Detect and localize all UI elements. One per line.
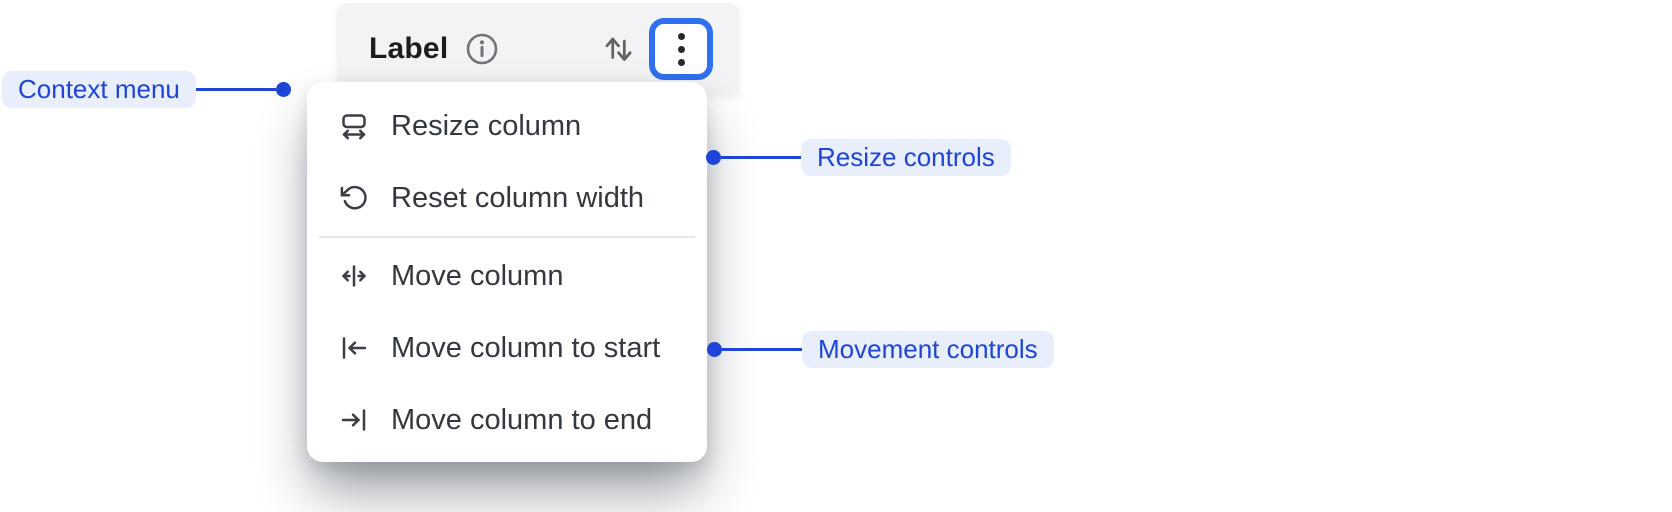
connector-line xyxy=(195,88,276,91)
kebab-menu-icon xyxy=(677,32,685,40)
annotation-pill: Movement controls xyxy=(802,331,1054,368)
sort-vertical-icon[interactable] xyxy=(599,30,637,68)
menu-divider xyxy=(319,236,695,238)
menu-item-move-column[interactable]: Move column xyxy=(307,240,707,312)
column-header: Label xyxy=(337,3,739,95)
menu-item-label: Reset column width xyxy=(391,181,645,214)
column-context-menu: Resize column Reset column width Move co… xyxy=(307,82,707,462)
move-column-to-end-icon xyxy=(341,409,366,431)
menu-item-label: Move column to end xyxy=(391,403,653,436)
menu-item-label: Move column xyxy=(391,259,564,292)
connector-line xyxy=(721,156,801,159)
column-menu-button[interactable] xyxy=(649,18,713,80)
annotation-pill: Context menu xyxy=(2,71,196,108)
connector-line xyxy=(722,348,802,351)
connector-dot xyxy=(275,82,291,97)
connector-dot xyxy=(707,342,722,357)
move-column-icon xyxy=(342,265,366,287)
menu-item-label: Resize column xyxy=(391,109,582,142)
info-icon[interactable] xyxy=(464,31,500,67)
annotation-movement-controls: Movement controls xyxy=(707,331,1054,368)
menu-item-move-column-to-start[interactable]: Move column to start xyxy=(307,312,707,384)
annotation-context-menu: Context menu xyxy=(2,71,291,108)
move-column-to-start-icon xyxy=(342,337,367,359)
resize-column-icon xyxy=(342,114,366,140)
menu-item-label: Move column to start xyxy=(391,331,661,364)
connector-dot xyxy=(706,150,721,165)
reset-column-width-icon xyxy=(340,185,367,210)
menu-item-move-column-to-end[interactable]: Move column to end xyxy=(307,384,707,456)
column-header-label: Label xyxy=(369,32,449,65)
menu-item-reset-column-width[interactable]: Reset column width xyxy=(307,162,707,234)
annotation-resize-controls: Resize controls xyxy=(706,139,1011,176)
annotation-pill: Resize controls xyxy=(801,139,1011,176)
menu-item-resize-column[interactable]: Resize column xyxy=(307,90,707,162)
